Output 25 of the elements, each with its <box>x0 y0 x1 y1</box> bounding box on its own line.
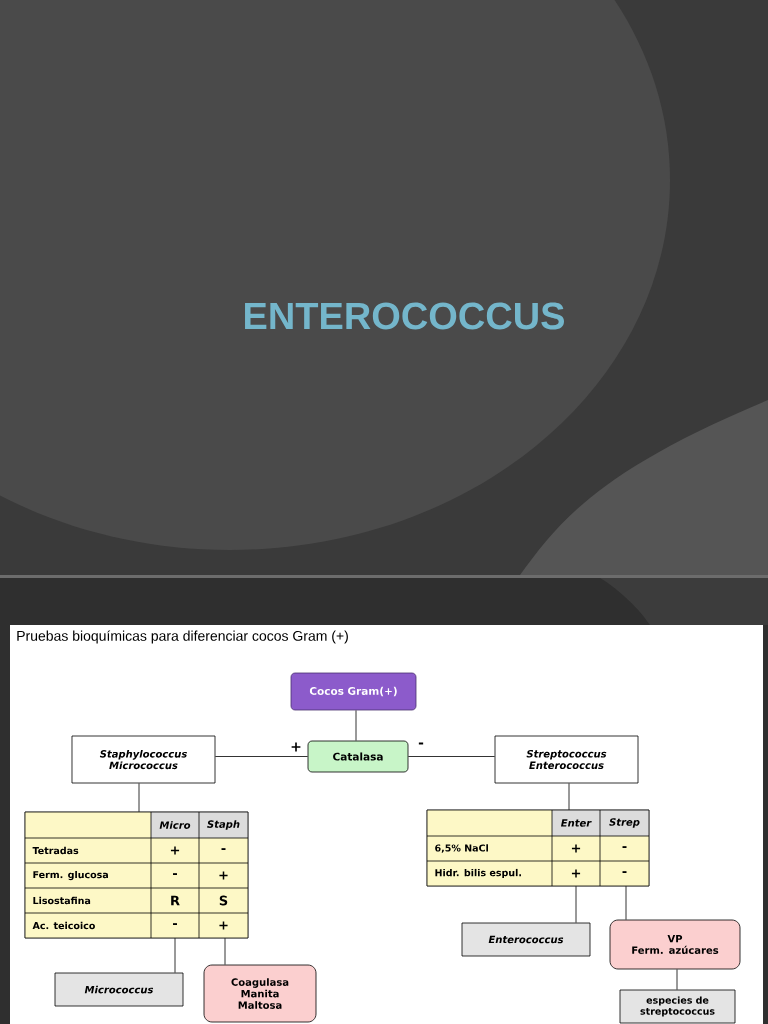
results-table: Enter Strep 6,5% NaCl + - Hidr. bilis espul. + - <box>426 809 650 887</box>
connector-line <box>625 885 627 920</box>
diagram-heading: Pruebas bioquímicas para diferenciar cocos Gram (+) <box>17 630 348 644</box>
genus-box: Streptococcus Enterococcus <box>494 735 639 784</box>
connector-line <box>224 937 226 965</box>
connector-line <box>174 937 176 973</box>
start-box: Cocos Gram(+) <box>290 672 417 711</box>
genus-box: Staphylococcus Micrococcus <box>71 735 216 784</box>
result-box: especies de streptococcus <box>619 989 736 1024</box>
connector-line <box>355 710 357 741</box>
connector-line <box>575 885 577 923</box>
result-box: Enterococcus <box>461 922 591 957</box>
test-box: VP Ferm. azúcares <box>609 919 741 970</box>
slide-title: ENTEROCOCCUS <box>245 302 564 330</box>
test-box: Catalasa <box>307 740 409 773</box>
results-table: Micro Staph Tetradas + - Ferm. glucosa - + Lisostafina R S Ac. teicoico - + <box>24 811 249 939</box>
test-box: Coagulasa Manita Maltosa <box>203 964 317 1023</box>
edge-label: + <box>291 742 301 752</box>
connector-line <box>215 756 308 757</box>
connector-line <box>138 783 140 813</box>
edge-label: - <box>418 742 424 745</box>
result-box: Micrococcus <box>54 972 184 1007</box>
connector-line <box>568 783 570 811</box>
connector-line <box>676 969 678 990</box>
connector-line <box>408 756 495 757</box>
